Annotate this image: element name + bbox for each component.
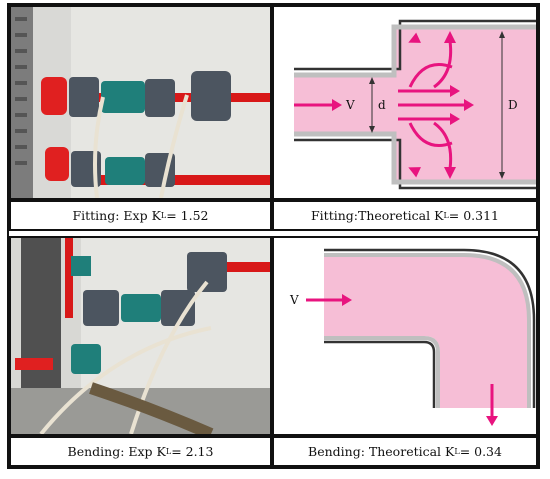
large-diameter-label: D [508, 98, 518, 112]
small-diameter-label: d [378, 98, 386, 112]
bend-diagram-svg: V [289, 248, 536, 426]
caption-prefix: Fitting: Exp K [72, 208, 161, 223]
fitting-photo-illustration [11, 7, 270, 198]
caption-suffix: = 0.311 [448, 208, 499, 223]
caption-suffix: = 2.13 [171, 444, 214, 459]
bend-photo-illustration [11, 238, 270, 434]
bend-diagram: V [272, 236, 538, 436]
caption-prefix: Fitting:Theoretical K [311, 208, 444, 223]
velocity-label: V [345, 98, 355, 112]
caption-subscript: L [454, 447, 460, 456]
caption-suffix: = 0.34 [459, 444, 502, 459]
expansion-diagram-svg: V d [294, 19, 536, 190]
expansion-diagram: V d [272, 5, 538, 200]
inlet-arrow-head [342, 294, 352, 306]
velocity-label: V [289, 293, 299, 307]
caption-subscript: L [165, 447, 172, 456]
caption-suffix: = 1.52 [166, 208, 209, 223]
fitting-photo [9, 5, 272, 200]
outlet-arrow-head [486, 416, 498, 426]
caption-prefix: Bending: Exp K [67, 444, 166, 459]
caption-subscript: L [160, 211, 167, 220]
bend-photo [9, 236, 272, 436]
caption-subscript: L [443, 211, 449, 220]
inlet-arrow-head [332, 99, 342, 111]
caption-prefix: Bending: Theoretical K [308, 444, 455, 459]
